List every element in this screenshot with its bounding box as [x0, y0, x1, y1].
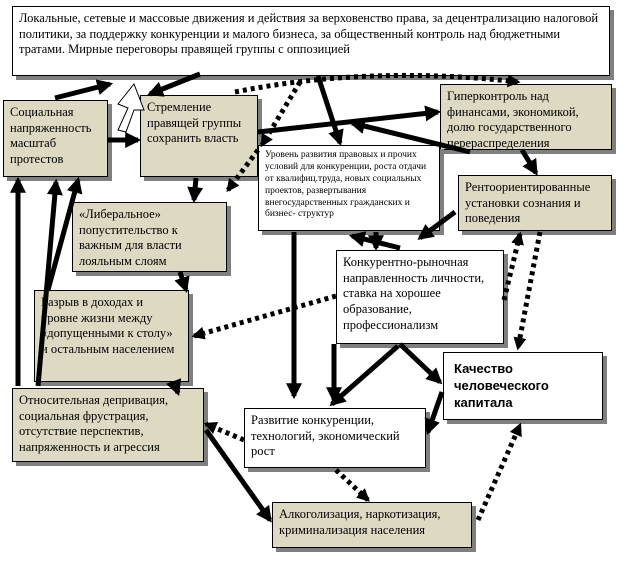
arrow-rent-to-human-dotted: [513, 231, 543, 351]
arrow-competitive-to-human: [398, 342, 443, 385]
arrow-movements-to-desire: [147, 71, 201, 97]
node-income-gap: Разрыв в доходах и уровне жизни между «д…: [34, 290, 189, 382]
node-competition-development: Развитие конкуренции, технологий, эконом…: [244, 408, 426, 468]
node-hypercontrol: Гиперконтроль над финансами, экономикой,…: [440, 84, 612, 150]
arrow-hypercontrol-to-rent: [519, 148, 539, 176]
node-movements: Локальные, сетевые и массовые движения и…: [12, 6, 610, 76]
arrow-liberal-to-gap: [174, 271, 190, 294]
arrow-competitive-to-gap-dotted: [191, 293, 337, 340]
arrow-competitive-to-competition-2: [329, 344, 400, 407]
arrow-hypercontrol-to-desire-dotted: [259, 80, 303, 148]
node-social-tension: Социальная напряженность масштаб протест…: [3, 100, 108, 177]
node-rent-orientation: Рентоориентированные установки сознания …: [458, 175, 612, 231]
arrow-competition-to-alcohol-dotted: [334, 468, 370, 502]
arrow-desire-to-liberal: [187, 177, 204, 204]
node-human-capital: Качество человеческого капитала: [443, 352, 603, 420]
node-development-level: Уровень развития правовых и прочих услов…: [258, 145, 440, 231]
node-alcoholization: Алкоголизация, наркотизация, криминализа…: [272, 502, 472, 548]
arrow-movements-to-development: [315, 75, 344, 147]
arrow-human-to-competition: [424, 391, 445, 436]
arrow-competition-to-deprivation-dotted: [203, 421, 245, 443]
arrow-competitive-to-rent-dotted: [501, 231, 524, 301]
arrow-competitive-to-development: [348, 231, 401, 251]
node-competitive-orientation: Конкурентно-рыночная направленность личн…: [336, 250, 504, 344]
node-desire-keep-power: Стремление правящей группы сохранить вла…: [140, 95, 258, 177]
arrow-tension-to-movements: [54, 79, 114, 101]
arrow-alcohol-to-human-dotted: [475, 422, 523, 522]
arrow-desire-to-hypercontrol: [257, 105, 442, 135]
node-liberal-indulgence: «Либеральное» попустительство к важным д…: [72, 202, 227, 272]
node-deprivation: Относительная депривация, социальная фру…: [12, 388, 204, 462]
